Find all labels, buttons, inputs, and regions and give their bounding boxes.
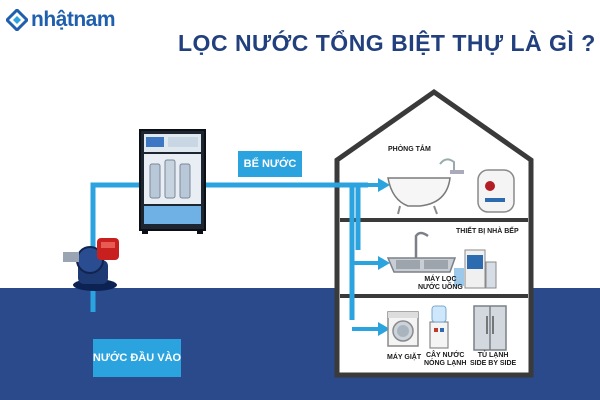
ro-filter-unit <box>454 249 497 289</box>
inlet-label: NƯỚC ĐẦU VÀO <box>93 339 181 377</box>
fridge-label: TỦ LẠNH SIDE BY SIDE <box>470 352 517 367</box>
arrow-kitchen-head <box>378 256 390 270</box>
water-heater <box>477 169 515 213</box>
washing-machine <box>387 311 419 347</box>
bathroom-label: PHÒNG TẮM <box>388 146 431 153</box>
brand-logo[interactable]: nhậtnam <box>6 8 116 32</box>
house-outline <box>334 88 534 378</box>
water-pump <box>63 238 119 291</box>
diamond-logo-icon <box>6 9 28 31</box>
filter-cabinet <box>139 129 206 234</box>
washer-label: MÁY GIẶT <box>387 354 422 361</box>
water-dispenser <box>429 305 449 349</box>
dispenser-label: CÂY NƯỚC NÓNG LẠNH <box>424 352 467 367</box>
kitchen-label: THIẾT BỊ NHÀ BẾP <box>456 228 519 235</box>
page-title: LỌC NƯỚC TỔNG BIỆT THỰ LÀ GÌ ? <box>178 30 596 56</box>
arrow-laundry-head <box>378 322 390 336</box>
kitchen-sink <box>386 231 457 273</box>
fridge-side-by-side <box>473 305 507 351</box>
arrow-bath-head <box>378 178 390 192</box>
brand-name: nhậtnam <box>31 8 116 31</box>
bathtub <box>387 158 464 215</box>
tank-label: BỂ NƯỚC <box>238 151 302 177</box>
ro-filter-label: MÁY LỌC NƯỚC UỐNG <box>418 276 463 291</box>
